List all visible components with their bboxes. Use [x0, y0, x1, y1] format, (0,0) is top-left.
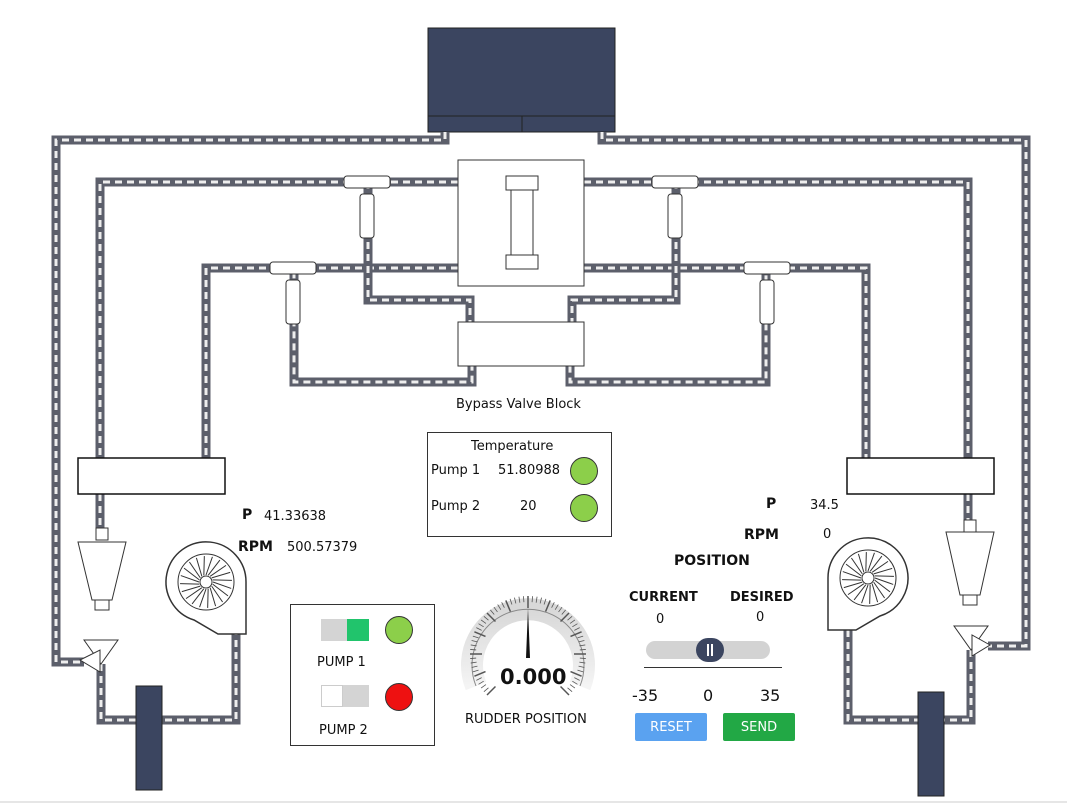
pump-control-panel: PUMP 1 PUMP 2	[290, 604, 435, 746]
reservoir-tank	[427, 27, 616, 133]
right-low-pipe	[843, 626, 976, 725]
hydraulic-pipes	[51, 132, 1031, 725]
right-rpm-value: 0	[823, 527, 832, 542]
position-slider-thumb[interactable]	[696, 638, 724, 662]
send-button[interactable]: SEND	[723, 713, 795, 741]
mid-right-pipe	[584, 177, 973, 458]
position-slider[interactable]	[646, 638, 770, 662]
slider-min-label: -35	[632, 686, 659, 705]
left-actuator-cylinder	[77, 457, 226, 495]
inner-left-pipe	[201, 263, 458, 458]
pump1-status-indicator	[385, 616, 413, 644]
slider-mid-label: 0	[703, 686, 714, 705]
reset-button[interactable]: RESET	[635, 713, 707, 741]
slider-track-line	[644, 667, 782, 668]
temp-pump1-label: Pump 1	[431, 463, 481, 478]
left-rpm-label: RPM	[238, 539, 273, 555]
left-rudder-post	[135, 685, 163, 791]
pump2-label: PUMP 2	[319, 723, 368, 738]
gauge-value: 0.000	[500, 665, 567, 689]
slider-max-label: 35	[760, 686, 781, 705]
left-pressure-value: 41.33638	[264, 509, 327, 524]
left-rpm-value: 500.57379	[287, 540, 358, 555]
mid-left-pipe	[95, 177, 458, 458]
current-label: CURRENT	[629, 590, 698, 605]
desired-value: 0	[756, 610, 765, 625]
position-title: POSITION	[674, 553, 750, 569]
pump1-toggle-knob	[347, 619, 369, 641]
temperature-title: Temperature	[471, 439, 554, 454]
temperature-panel: Temperature Pump 1 51.80988 Pump 2 20	[427, 432, 612, 537]
right-pressure-label: P	[766, 496, 777, 512]
left-low-pipe	[96, 626, 241, 725]
right-pump-icon	[827, 537, 909, 631]
right-rpm-label: RPM	[744, 527, 779, 543]
current-value: 0	[656, 612, 665, 627]
spool-valve-1	[343, 175, 391, 239]
valve-spools	[269, 175, 791, 325]
rudder-gauge	[461, 596, 595, 696]
pump2-status-indicator	[385, 683, 413, 711]
temp-pump2-label: Pump 2	[431, 499, 481, 514]
desired-label: DESIRED	[730, 590, 794, 605]
temp-pump1-indicator	[570, 457, 598, 485]
spool-valve-2	[651, 175, 699, 239]
right-pressure-value: 34.5	[810, 498, 839, 513]
temp-pump1-value: 51.80988	[498, 463, 561, 478]
right-filter	[945, 519, 995, 657]
pump1-toggle[interactable]	[321, 619, 369, 641]
gauge-label: RUDDER POSITION	[465, 712, 587, 727]
pump2-toggle-knob	[321, 685, 343, 707]
left-pump-icon	[165, 541, 247, 635]
temp-pump2-value: 20	[520, 499, 537, 514]
pump2-toggle[interactable]	[321, 685, 369, 707]
left-pressure-label: P	[242, 507, 253, 523]
pump1-label: PUMP 1	[317, 655, 366, 670]
outer-right-pipe	[597, 132, 1031, 651]
right-rudder-post	[917, 691, 945, 797]
outer-left-pipe	[51, 132, 450, 667]
spool-valve-4	[743, 261, 791, 325]
gauge-needle	[526, 608, 530, 658]
temp-pump2-indicator	[570, 494, 598, 522]
left-filter	[77, 527, 127, 673]
right-actuator-cylinder	[846, 457, 995, 495]
bypass-valve-block	[457, 159, 585, 367]
bypass-valve-label: Bypass Valve Block	[456, 397, 581, 412]
spool-valve-3	[269, 261, 317, 325]
